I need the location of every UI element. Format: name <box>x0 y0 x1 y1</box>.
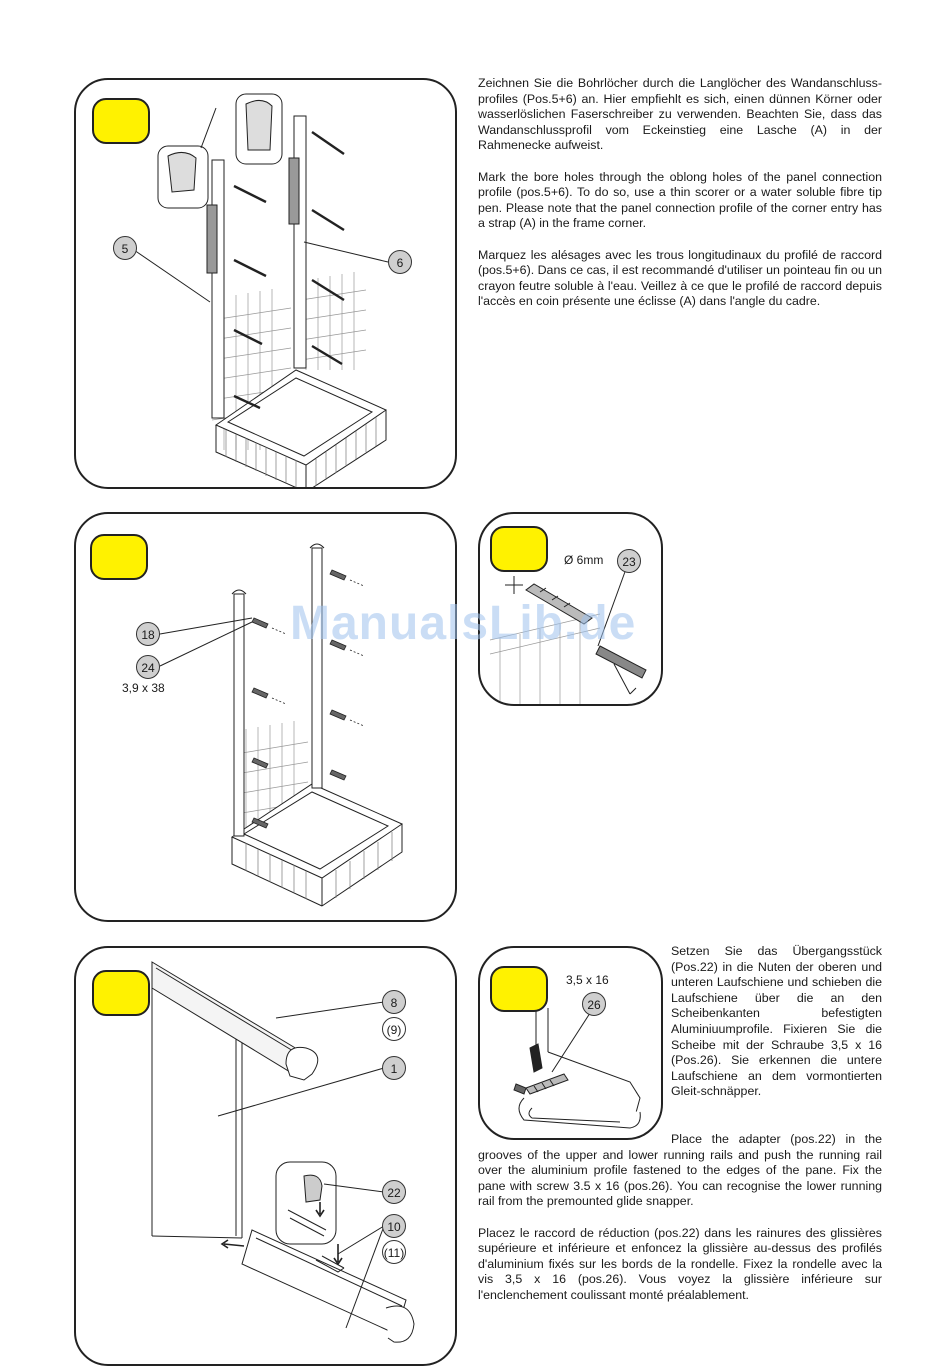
callout-9: (9) <box>382 1017 406 1041</box>
screw-size-label: 3,9 x 38 <box>122 681 165 695</box>
step5-detail-panel: 3,5 x 16 26 <box>478 946 663 1140</box>
step1-text: Zeichnen Sie die Bohrlöcher durch die La… <box>478 76 882 310</box>
callout-23: 23 <box>617 549 641 573</box>
callout-22: 22 <box>382 1180 406 1204</box>
step4-drawing <box>151 961 415 1343</box>
callout-11: (11) <box>382 1240 406 1264</box>
step2-illustration-panel: 18 24 3,9 x 38 <box>74 512 457 922</box>
step1-text-de: Zeichnen Sie die Bohrlöcher durch die La… <box>478 76 882 153</box>
step1-text-fr: Marquez les alésages avec les trous long… <box>478 247 882 309</box>
step5-text-en: Place the adapter (pos.22) in the groove… <box>478 1132 882 1209</box>
step3-badge <box>490 526 548 572</box>
step4-illustration-panel: 8 (9) 1 22 10 (11) <box>74 946 457 1366</box>
callout-18: 18 <box>136 622 160 646</box>
screw-size-label-2: 3,5 x 16 <box>566 973 609 987</box>
watermark: ManualsLib.de <box>290 597 637 650</box>
step5-text-de: Setzen Sie das Übergangsstück (Pos.22) i… <box>671 944 882 1099</box>
callout-5: 5 <box>113 236 137 260</box>
step2-drawing <box>159 543 404 907</box>
drill-diameter-label: Ø 6mm <box>564 553 604 567</box>
callout-10: 10 <box>382 1214 406 1238</box>
callout-1: 1 <box>382 1056 406 1080</box>
step5-text-en-fr: Place the adapter (pos.22) in the groove… <box>478 1132 882 1304</box>
callout-24: 24 <box>136 655 160 679</box>
step5-badge <box>490 966 548 1012</box>
callout-8: 8 <box>382 990 406 1014</box>
step5-text-fr: Placez le raccord de réduction (pos.22) … <box>478 1225 882 1302</box>
step1-illustration-panel: 5 6 <box>74 78 457 489</box>
step1-text-en: Mark the bore holes through the oblong h… <box>478 169 882 231</box>
step2-badge <box>90 534 148 580</box>
callout-26: 26 <box>582 992 606 1016</box>
step1-badge <box>92 98 150 144</box>
step1-drawing <box>133 93 389 487</box>
step4-badge <box>92 970 150 1016</box>
step5-drawing <box>513 1008 641 1129</box>
step3-detail-panel: Ø 6mm 23 <box>478 512 663 706</box>
step3-drawing <box>489 568 647 704</box>
callout-6: 6 <box>388 250 412 274</box>
